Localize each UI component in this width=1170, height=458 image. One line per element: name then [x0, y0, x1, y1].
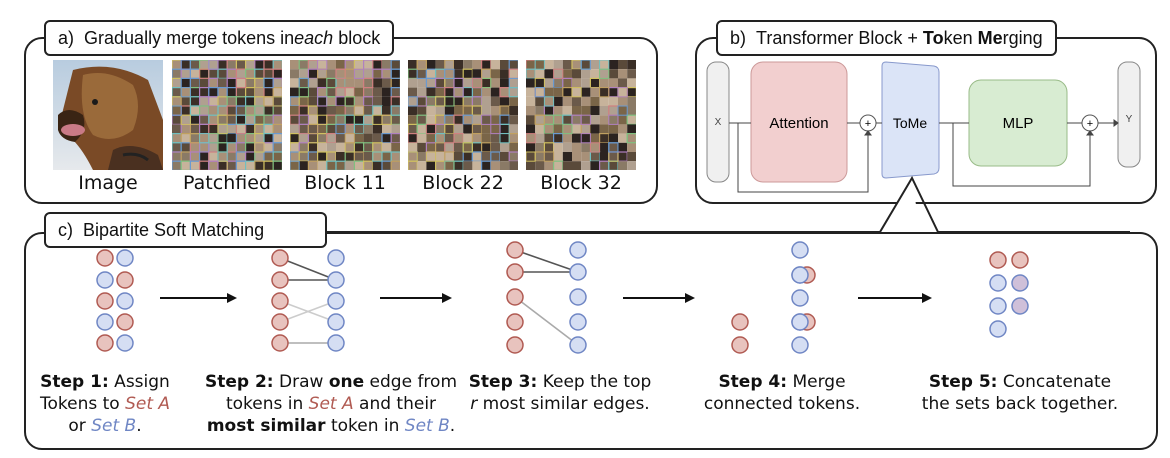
- step-3-l2: most similar edges.: [477, 394, 650, 414]
- step-1-caption: Step 1: Assign Tokens to Set A or Set B.: [30, 371, 180, 437]
- step-2-l2c: and their: [353, 394, 437, 414]
- step-3-head: Step 3:: [468, 372, 538, 392]
- step-2-caption: Step 2: Draw one edge from tokens in Set…: [196, 371, 466, 437]
- panel-a-title: a) Gradually merge tokens in each block: [44, 20, 395, 56]
- step-3-l1: Keep the top: [537, 372, 652, 392]
- block-11-image: [290, 60, 400, 170]
- step-1-set-b: Set B: [91, 416, 137, 436]
- step-3-r: r: [470, 394, 478, 414]
- panel-b-title-post: rging: [1002, 27, 1043, 48]
- step-3-caption: Step 3: Keep the top r most similar edge…: [455, 371, 665, 415]
- panel-b-title: b) Transformer Block + To ken Me rging: [716, 20, 1057, 56]
- step-1-l2: Tokens to: [39, 394, 126, 414]
- panel-b-title-ken: ken: [943, 27, 978, 48]
- dog-photo: [53, 60, 163, 170]
- panel-b-title-to: To: [922, 27, 944, 48]
- step-1-l3: or: [68, 416, 92, 436]
- block-32-image: [526, 60, 636, 170]
- step-2-one: one: [328, 372, 365, 392]
- panel-a-title-post: block: [333, 27, 381, 48]
- step-5-l2: the sets back together.: [921, 394, 1119, 414]
- panel-a-title-pre: Gradually merge tokens in: [84, 27, 295, 48]
- step-5-head: Step 5:: [928, 372, 998, 392]
- step-2-l1a: Draw: [273, 372, 329, 392]
- block-22-image: [408, 60, 518, 170]
- patchfied-image: [172, 60, 282, 170]
- step-2-l2: tokens in: [225, 394, 309, 414]
- panel-c-title-text: Bipartite Soft Matching: [83, 219, 265, 240]
- step-5-caption: Step 5: Concatenate the sets back togeth…: [900, 371, 1140, 415]
- panel-c-letter: c): [58, 219, 73, 240]
- step-5-l1: Concatenate: [997, 372, 1112, 392]
- step-4-l2: connected tokens.: [703, 394, 861, 414]
- label-image: Image: [78, 172, 138, 194]
- panel-b-title-me: Me: [977, 27, 1003, 48]
- step-2-set-a: Set A: [308, 394, 354, 414]
- step-2-period: .: [449, 416, 456, 436]
- step-4-l1: Merge: [787, 372, 846, 392]
- label-block-22: Block 22: [422, 172, 504, 194]
- label-patchfied: Patchfied: [183, 172, 271, 194]
- step-4-caption: Step 4: Merge connected tokens.: [682, 371, 882, 415]
- panel-b-title-pre: Transformer Block +: [756, 27, 923, 48]
- step-4-head: Step 4:: [718, 372, 788, 392]
- panel-a-letter: a): [58, 27, 75, 48]
- step-2-most-similar: most similar: [206, 416, 326, 436]
- label-block-32: Block 32: [540, 172, 622, 194]
- step-2-l3c: token in: [325, 416, 405, 436]
- panel-b: [695, 37, 1157, 204]
- panel-a-title-em: each: [294, 27, 334, 48]
- label-block-11: Block 11: [304, 172, 386, 194]
- step-1-head: Step 1:: [40, 372, 109, 392]
- step-2-head: Step 2:: [204, 372, 274, 392]
- step-1-l1: Assign: [108, 372, 170, 392]
- panel-c: [24, 232, 1158, 450]
- step-2-l1c: edge from: [364, 372, 458, 392]
- panel-b-letter: b): [730, 27, 747, 48]
- step-1-set-a: Set A: [125, 394, 171, 414]
- step-1-period: .: [136, 416, 142, 436]
- panel-c-title: c) Bipartite Soft Matching: [44, 212, 327, 248]
- step-2-set-b: Set B: [404, 416, 450, 436]
